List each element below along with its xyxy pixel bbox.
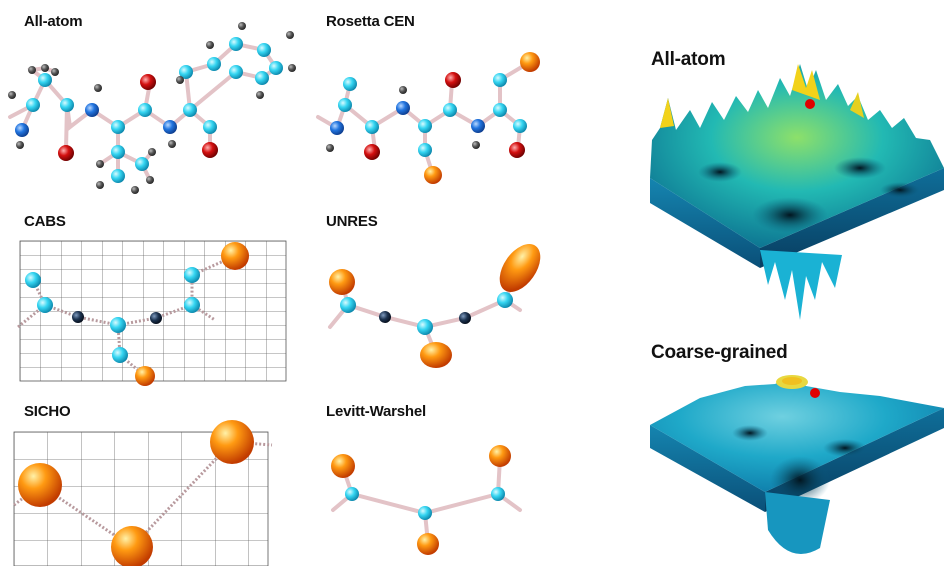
cabs-atoms	[25, 242, 249, 386]
label-rosetta-cen: Rosetta CEN	[326, 13, 415, 30]
label-cabs: CABS	[24, 213, 66, 230]
cabs-chain	[17, 254, 236, 378]
label-landscape-all-atom: All-atom	[651, 49, 726, 70]
rosetta-atoms	[326, 52, 540, 184]
sicho-atoms	[18, 420, 254, 566]
all-atom-landscape	[650, 64, 944, 320]
label-landscape-coarse-grained: Coarse-grained	[651, 342, 788, 363]
unres-chain	[328, 263, 522, 354]
unres-atoms	[329, 244, 541, 368]
all-atom-atoms	[8, 22, 296, 194]
coarse-grained-landscape	[650, 375, 944, 554]
label-levitt-warshel: Levitt-Warshel	[326, 403, 426, 420]
label-all-atom: All-atom	[24, 13, 83, 30]
label-sicho: SICHO	[24, 403, 71, 420]
levitt-atoms	[331, 445, 511, 555]
label-unres: UNRES	[326, 213, 378, 230]
levitt-chain	[331, 456, 522, 545]
